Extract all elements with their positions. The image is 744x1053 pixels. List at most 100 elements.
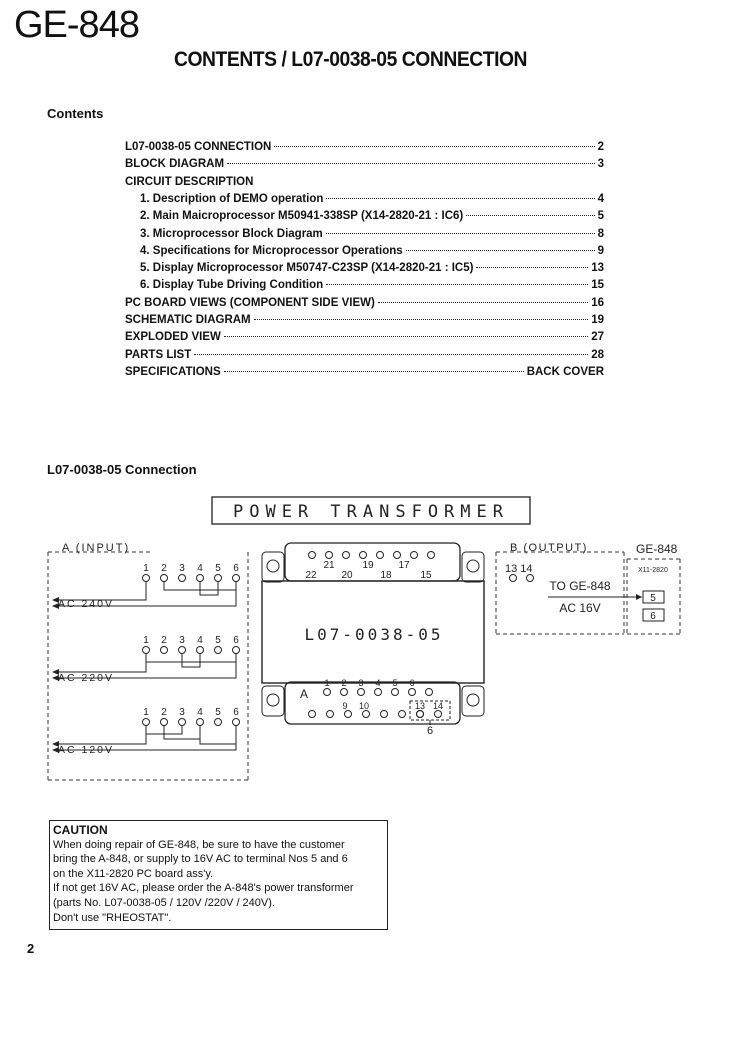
transformer-bottom-pin xyxy=(357,688,365,696)
input-pin xyxy=(214,718,222,726)
contents-item-label: CIRCUIT DESCRIPTION xyxy=(125,175,254,188)
transformer-bottom-pin xyxy=(323,688,331,696)
input-pin-number: 1 xyxy=(143,563,149,574)
input-pin-number: 6 xyxy=(233,563,239,574)
input-voltage-label: AC 120V xyxy=(58,744,114,756)
contents-item-label: 6. Display Tube Driving Condition xyxy=(140,279,324,292)
contents-item-label: PC BOARD VIEWS (COMPONENT SIDE VIEW) xyxy=(125,296,375,309)
contents-item: CIRCUIT DESCRIPTION xyxy=(125,176,604,193)
input-voltage-label: AC 220V xyxy=(58,672,114,684)
output-voltage: AC 16V xyxy=(559,601,600,615)
caution-text: When doing repair of GE-848, be sure to … xyxy=(53,838,387,926)
input-pin-number: 2 xyxy=(161,635,167,646)
transformer-top-pin xyxy=(393,551,401,559)
caution-line: Don't use "RHEOSTAT". xyxy=(53,911,172,924)
terminal-5-box xyxy=(642,590,665,604)
input-lead-arrow xyxy=(52,597,59,603)
output-connector-region: B (OUTPUT) 13 14 TO GE-848 AC 16V xyxy=(495,542,642,635)
input-lead-arrow xyxy=(52,741,59,747)
contents-item: PC BOARD VIEWS (COMPONENT SIDE VIEW) 16 xyxy=(125,297,604,314)
contents-leader-dots xyxy=(253,319,589,320)
transformer-top-pin xyxy=(308,551,316,559)
transformer-part-number: L07-0038-05 xyxy=(305,625,444,644)
contents-item-page: 19 xyxy=(591,314,604,326)
input-pin xyxy=(196,574,204,582)
transformer-bottom-pin-number: 14 xyxy=(433,701,443,711)
input-pin xyxy=(214,646,222,654)
caution-line: on the X11-2820 PC board ass'y. xyxy=(53,867,214,880)
contents-item: 5. Display Microprocessor M50747-C23SP (… xyxy=(140,262,604,279)
target-board: GE-848 X11-2820 5 6 xyxy=(626,542,681,635)
contents-leader-dots xyxy=(227,163,595,165)
input-pin-number: 3 xyxy=(179,635,185,646)
contents-item-page: 16 xyxy=(591,296,604,309)
caution-box: CAUTION When doing repair of GE-848, be … xyxy=(49,820,388,930)
transformer-bottom-pin-number: 13 xyxy=(415,701,425,711)
input-lead-arrow xyxy=(52,603,59,609)
page-number: 2 xyxy=(27,941,35,956)
terminal-6: 6 xyxy=(650,611,656,622)
transformer-bottom-pin-number: 3 xyxy=(358,678,363,688)
contents-leader-dots xyxy=(325,232,595,234)
contents-item-label: L07-0038-05 CONNECTION xyxy=(125,141,272,153)
input-pin-number: 2 xyxy=(161,707,167,718)
input-lead xyxy=(58,654,147,673)
transformer-bottom-pin-number: 4 xyxy=(375,678,380,688)
contents-item-label: 5. Display Microprocessor M50747-C23SP (… xyxy=(140,262,474,275)
transformer-top-pin xyxy=(325,551,333,559)
input-pin xyxy=(142,718,150,726)
input-pin-number: 3 xyxy=(179,707,185,718)
to-label: TO GE-848 xyxy=(549,579,610,593)
input-pin-number: 1 xyxy=(143,635,149,646)
contents-item-page: 8 xyxy=(597,227,604,240)
contents-item-page: 13 xyxy=(591,262,604,275)
contents-leader-dots xyxy=(466,215,595,217)
contents-item: 2. Main Maicroprocessor M50941-338SP (X1… xyxy=(140,210,604,227)
transformer-top-pin xyxy=(359,551,367,559)
contents-leader-dots xyxy=(223,370,524,372)
input-pin-number: 4 xyxy=(197,635,203,646)
input-pin xyxy=(178,574,186,582)
transformer-bottom-pin-number: 1 xyxy=(324,678,329,688)
input-pin-number: 6 xyxy=(233,635,239,646)
caution-line: If not get 16V AC, please order the A-84… xyxy=(53,882,354,895)
input-pin xyxy=(196,718,204,726)
input-pin-number: 1 xyxy=(143,707,149,718)
input-lead xyxy=(58,726,147,745)
contents-item-page: 27 xyxy=(591,331,604,344)
input-lead xyxy=(58,654,237,679)
input-pin xyxy=(142,646,150,654)
contents-leader-dots xyxy=(377,301,589,303)
transformer-top-pin-number: 21 xyxy=(323,560,335,571)
input-lead-arrow xyxy=(52,747,59,753)
contents-item-label: 4. Specifications for Microprocessor Ope… xyxy=(140,244,403,257)
output-label: B (OUTPUT) xyxy=(510,542,588,554)
transformer-label: POWER TRANSFORMER xyxy=(233,502,509,522)
transformer-body: L07-0038-05 xyxy=(261,542,485,725)
contents-heading: Contents xyxy=(47,106,104,121)
input-pin-number: 5 xyxy=(215,635,221,646)
contents-item-label: PARTS LIST xyxy=(125,348,192,361)
input-pin-number: 6 xyxy=(233,707,239,718)
contents-leader-dots xyxy=(476,267,589,269)
input-pin xyxy=(178,718,186,726)
caution-heading: CAUTION xyxy=(53,823,108,837)
transformer-bottom-pin xyxy=(391,688,399,696)
input-pin xyxy=(196,646,204,654)
contents-item-label: BLOCK DIAGRAM xyxy=(125,158,225,171)
transformer-output-pin xyxy=(416,710,424,718)
contents-item-page: 15 xyxy=(591,279,604,292)
transformer-top-pin xyxy=(376,551,384,559)
input-pin-number: 2 xyxy=(161,563,167,574)
transformer-top-pin-number: 15 xyxy=(420,570,432,581)
transformer-bottom-pin xyxy=(340,688,348,696)
transformer-bottom-pin xyxy=(380,710,388,718)
transformer-bottom-pin xyxy=(398,710,406,718)
bottom-callout: 6 xyxy=(427,725,433,737)
